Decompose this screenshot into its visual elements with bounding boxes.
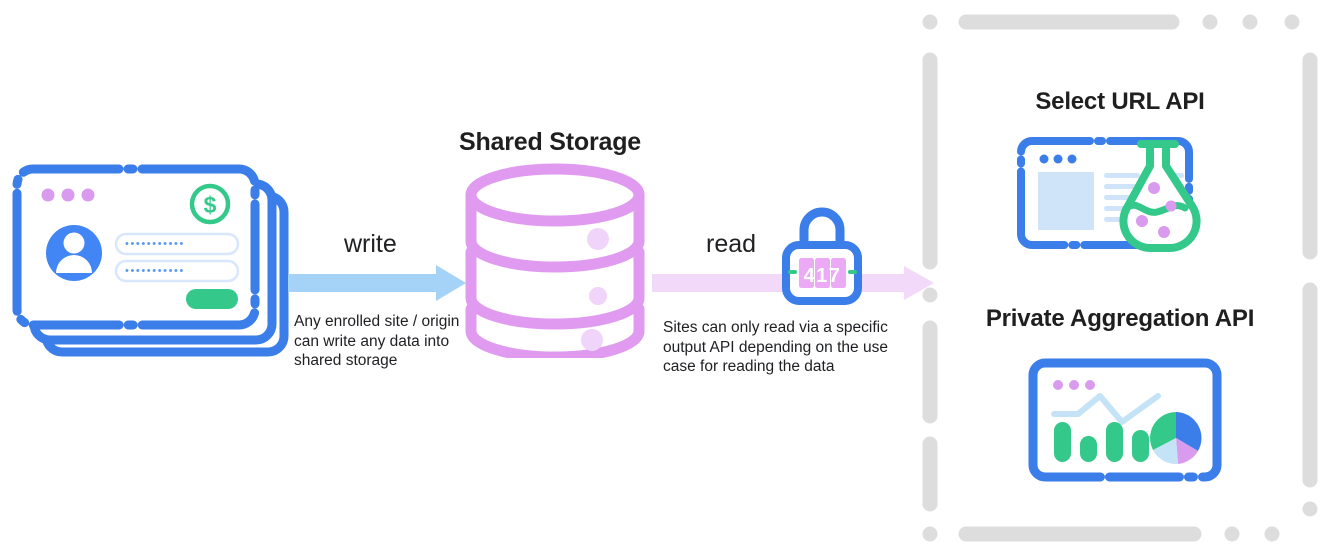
write-label: write [344, 230, 397, 258]
flask-icon [1119, 140, 1201, 253]
storage-dot [589, 287, 607, 305]
svg-text:$: $ [204, 192, 217, 218]
stacked-browser-windows-icon: $ ••••••••••• ••••••••••• [8, 160, 298, 365]
dollar-coin-icon: $ [189, 183, 231, 225]
private-aggregation-api-title: Private Aggregation API [985, 305, 1255, 332]
browser-with-flask-icon [1016, 136, 1228, 256]
line-series [1051, 393, 1161, 425]
storage-dot [581, 329, 603, 351]
submit-button [186, 289, 238, 309]
read-label: read [706, 230, 757, 258]
lock-dials: 417 [799, 258, 846, 288]
select-url-api-title: Select URL API [1035, 88, 1205, 115]
read-caption: Sites can only read via a specific outpu… [663, 319, 888, 375]
user-avatar-icon [46, 225, 102, 281]
svg-text:•••••••••••: ••••••••••• [125, 265, 185, 277]
storage-dot [587, 228, 609, 250]
combination-lock-icon: 417 [778, 203, 866, 305]
write-caption: Any enrolled site / origin can write any… [294, 313, 460, 369]
bar-series [1054, 422, 1149, 462]
shared-storage-title: Shared Storage [459, 128, 641, 156]
window-dot [1039, 154, 1049, 164]
window-dot [41, 188, 55, 202]
flask-bubble [1148, 182, 1160, 194]
lock-code: 417 [804, 265, 842, 287]
pie-series [1150, 412, 1202, 465]
window-dot [1053, 380, 1063, 390]
password-field-2: ••••••••••• [114, 259, 240, 283]
output-apis-frame [920, 12, 1320, 544]
svg-text:•••••••••••: ••••••••••• [125, 238, 185, 250]
image-placeholder [1038, 172, 1094, 230]
dashboard-charts-icon [1028, 358, 1222, 482]
database-cylinder-icon [464, 162, 646, 363]
write-arrow [288, 263, 468, 303]
password-field-1: ••••••••••• [114, 232, 240, 256]
